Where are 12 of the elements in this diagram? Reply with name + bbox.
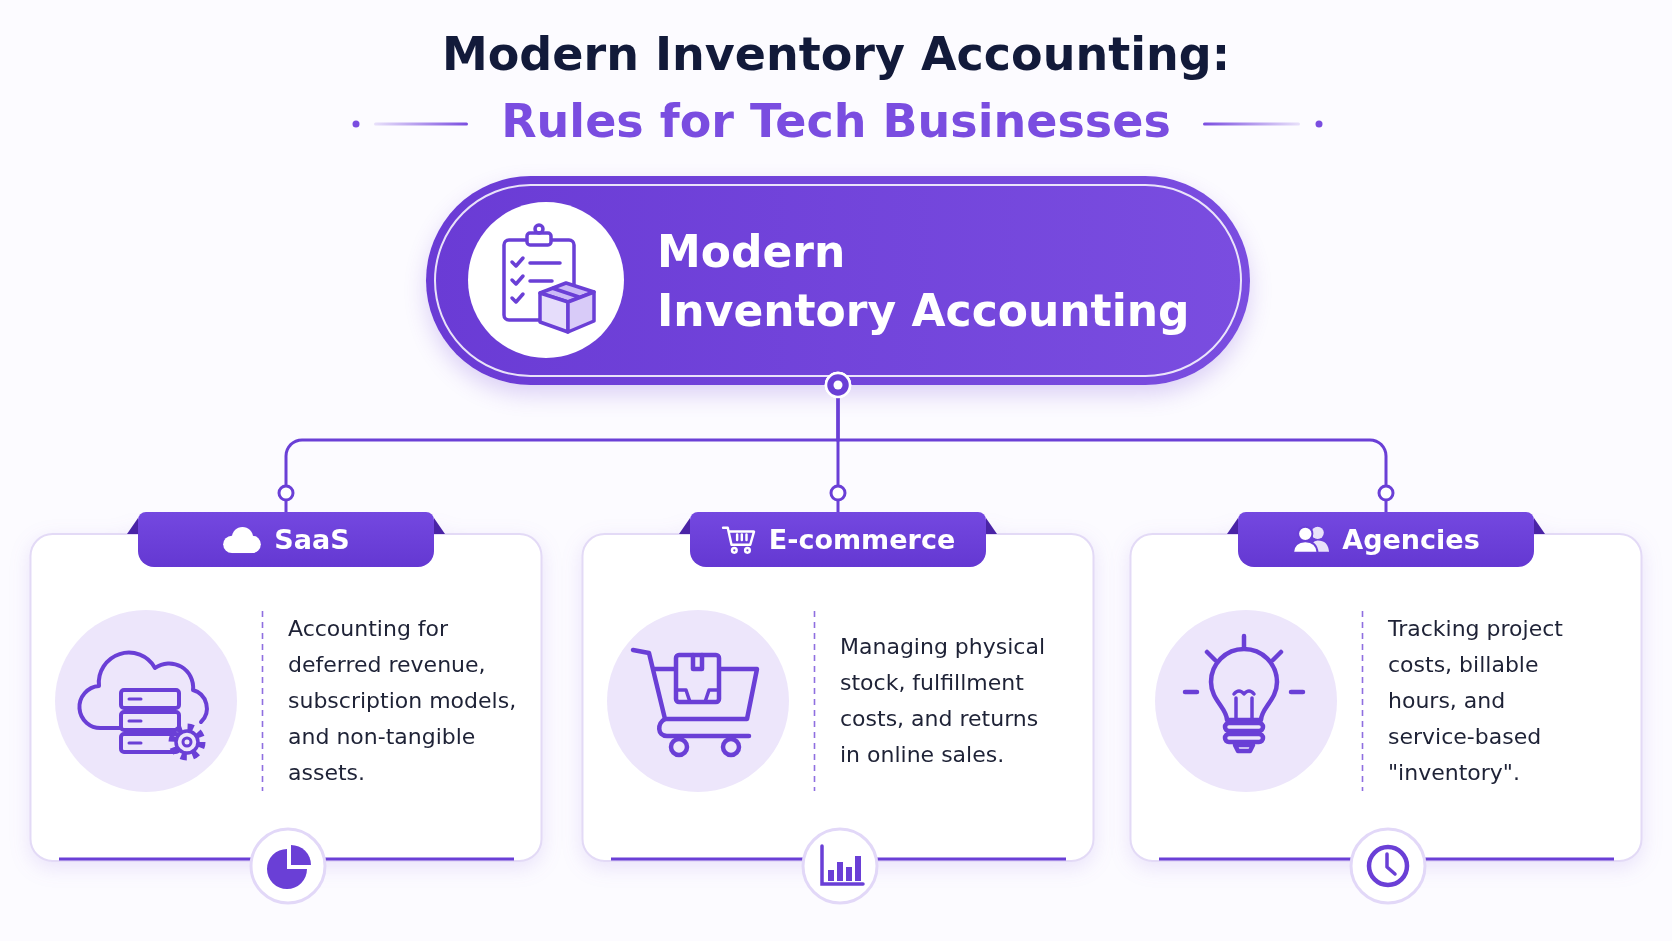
main-title: Modern Inventory Accounting: — [441, 27, 1231, 81]
card-heading: Agencies — [1342, 522, 1480, 557]
card-heading: E-commerce — [768, 522, 956, 557]
card-description: Tracking project costs, billable hours, and service-based "inventory". — [1388, 615, 1564, 787]
card-description: Managing physical stock, fulfillment costs, and returns in online sales. — [840, 633, 1047, 769]
card-description: Accounting for deferred revenue, subscription models, and non-tangible assets. — [288, 615, 518, 787]
info-card — [29, 512, 543, 862]
subtitle: Rules for Tech Businesses — [501, 94, 1171, 148]
card-heading: SaaS — [274, 522, 350, 557]
connector-line — [824, 371, 1395, 512]
info-card — [1129, 512, 1643, 862]
info-card — [581, 512, 1095, 862]
